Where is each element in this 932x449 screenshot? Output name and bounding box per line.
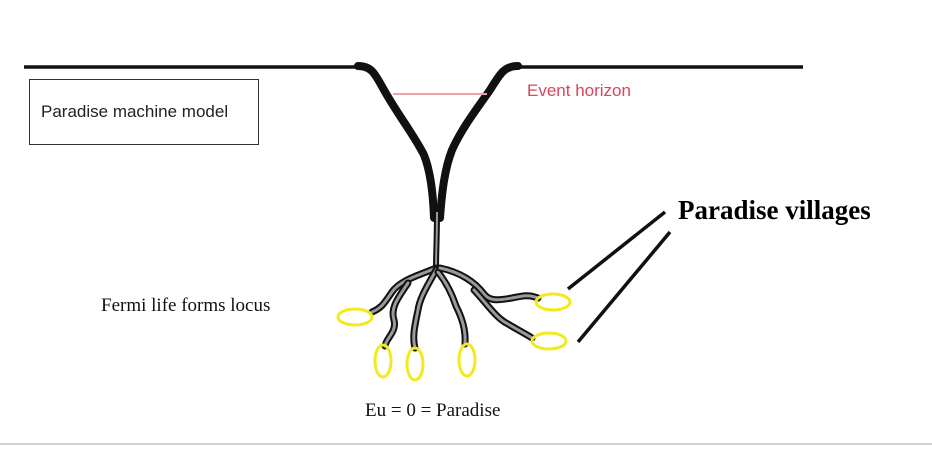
root-branches <box>368 264 542 352</box>
fermi-locus-label: Fermi life forms locus <box>101 295 271 316</box>
village-ring <box>373 343 393 379</box>
root-branch <box>470 286 536 342</box>
model-title: Paradise machine model <box>41 102 229 121</box>
paradise-equation: Eu = 0 = Paradise <box>365 400 501 421</box>
root-branch <box>410 266 440 352</box>
paradise-villages-label: Paradise villages <box>678 195 871 225</box>
village-rings <box>336 292 572 382</box>
model-title-box: Paradise machine model <box>29 79 259 145</box>
funnel-wall-right <box>436 62 522 222</box>
root-branch <box>368 264 440 316</box>
root-branch <box>436 264 542 304</box>
funnel-wall-left <box>354 62 438 222</box>
village-ring <box>457 342 477 378</box>
village-ring <box>534 292 572 312</box>
villages-pointer-line <box>566 210 667 291</box>
village-ring <box>530 331 568 351</box>
villages-pointer-line <box>576 230 672 344</box>
root-branch <box>381 279 412 350</box>
bottom-divider <box>0 443 932 445</box>
village-ring <box>405 346 425 382</box>
root-branch <box>434 268 469 348</box>
event-horizon-label: Event horizon <box>527 81 631 100</box>
village-ring <box>336 307 374 327</box>
